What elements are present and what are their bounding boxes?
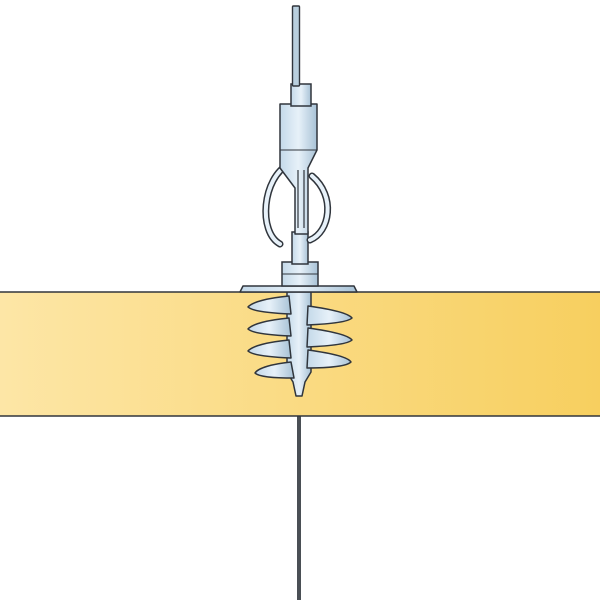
cable-gripper-icon: [262, 83, 331, 248]
spiral-plasterboard-anchor-icon: [239, 231, 358, 397]
upper-suspension-wire: [291, 5, 301, 87]
